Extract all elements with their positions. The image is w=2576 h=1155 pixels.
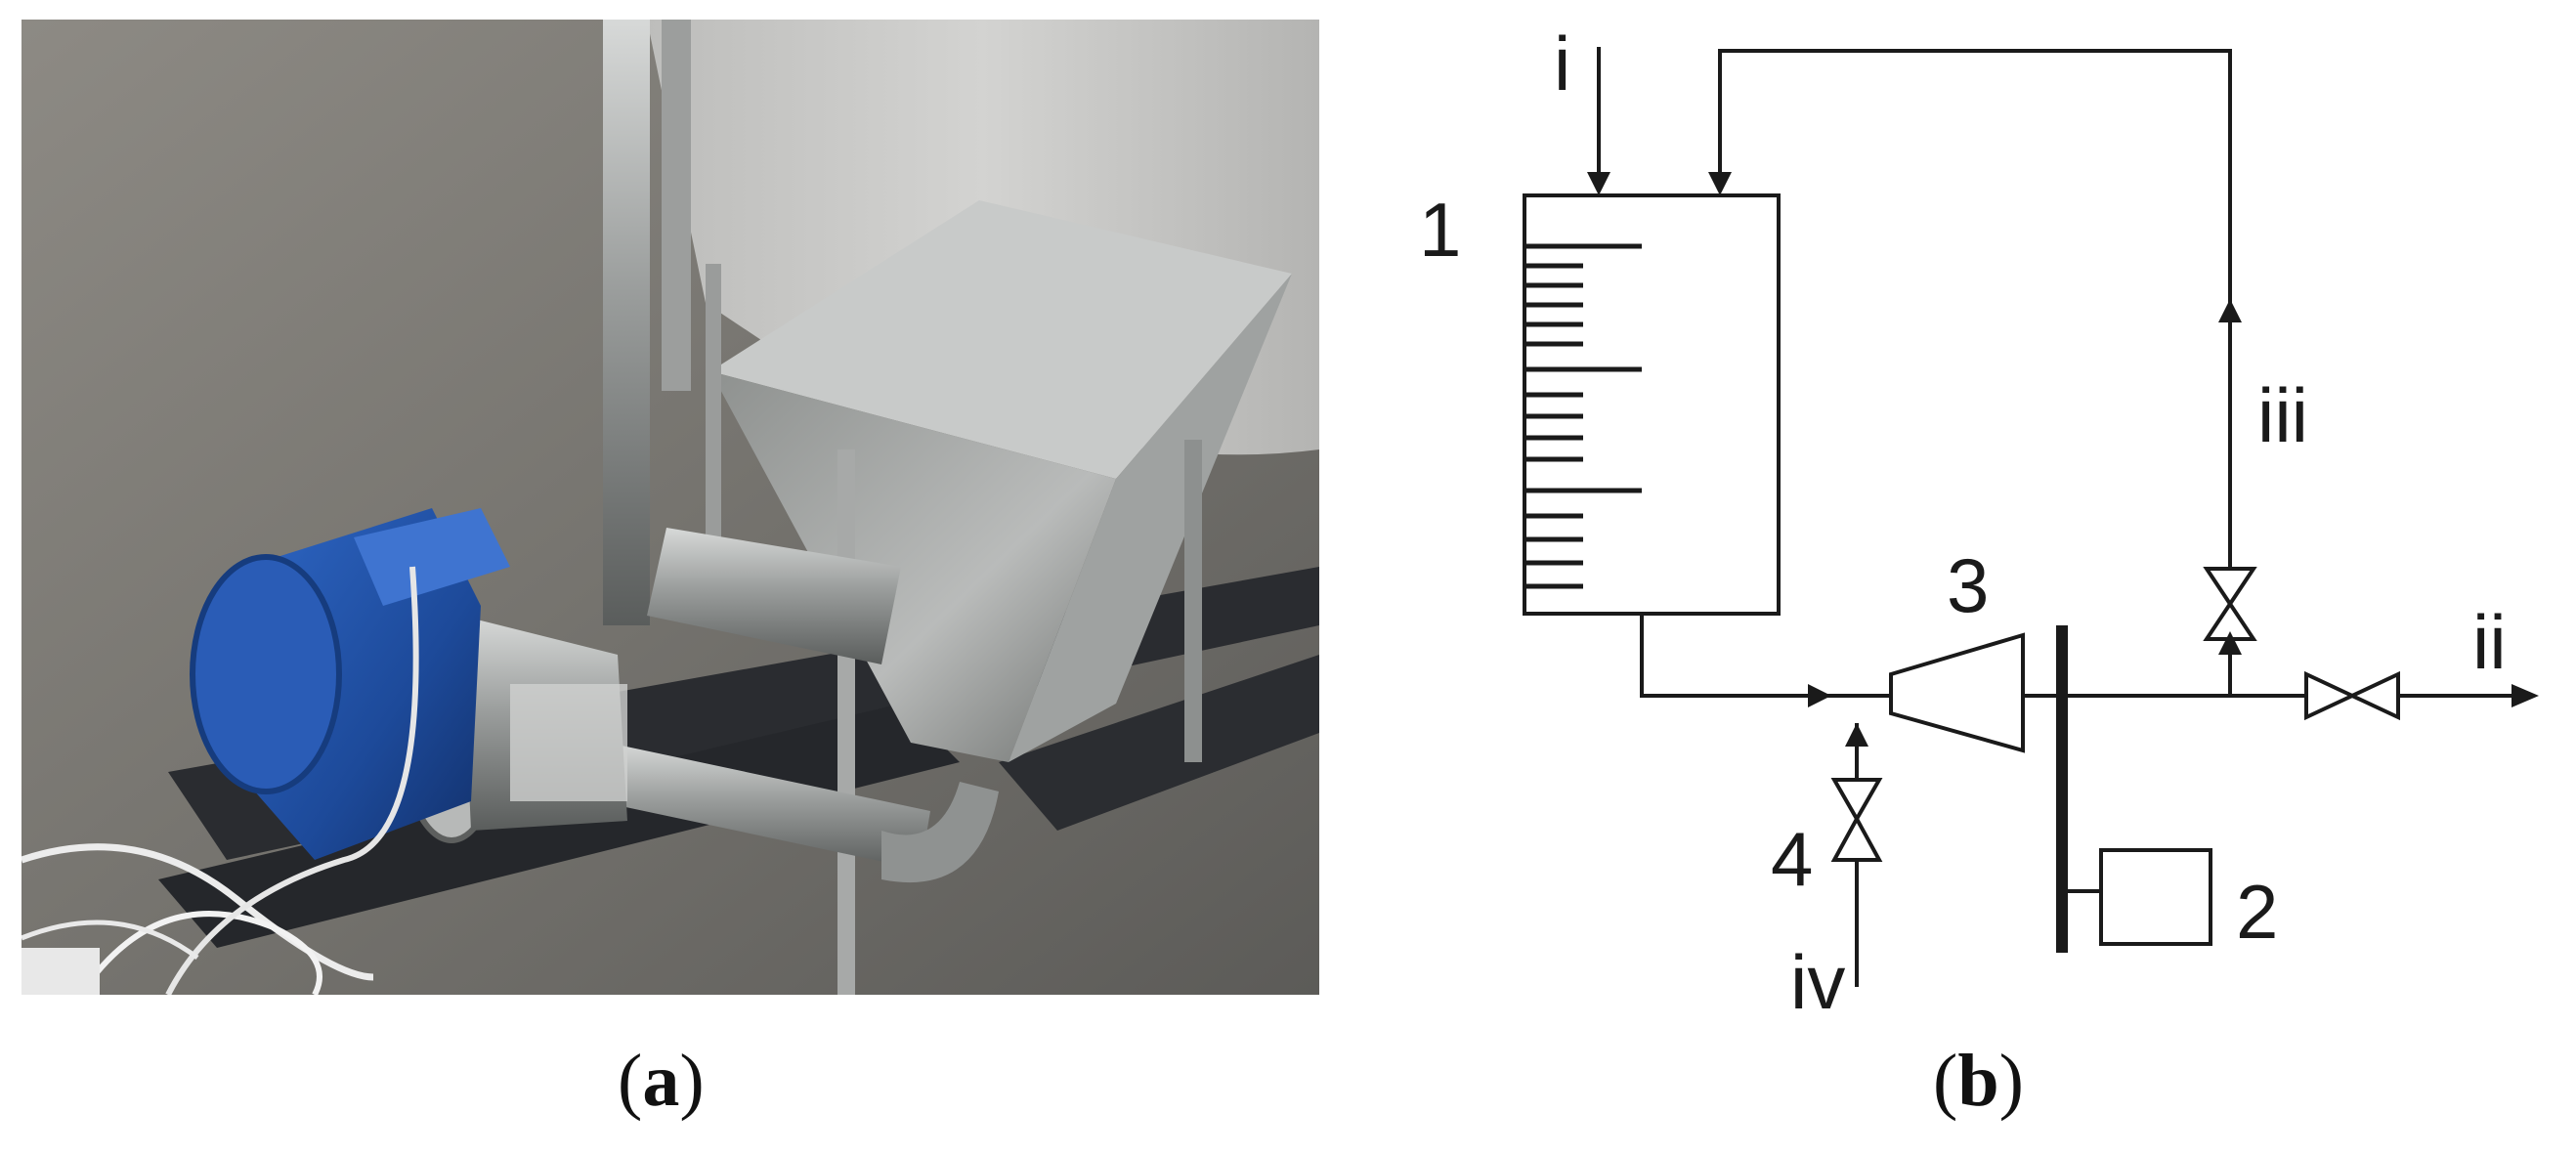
tank-outline [1523,193,1781,616]
caption-b: (b) [1933,1044,2024,1118]
arrow-up-additive-icon [1845,723,1868,747]
caption-a: (a) [618,1044,705,1118]
label-tank: 1 [1419,187,1461,273]
photo-pump-unit [21,20,1319,995]
hopper-leg-2 [1184,440,1202,762]
recirculation-line [1718,49,2232,496]
hopper-side [1009,274,1292,762]
caption-a-letter: a [642,1040,680,1122]
label-valve: 4 [1771,816,1813,902]
arrow-down-inlet-icon [1587,172,1610,195]
caption-a-open: ( [618,1040,643,1122]
label-pump: 3 [1947,542,1989,628]
label-additive-inlet: iv [1790,939,1845,1016]
pump-symbol [1889,632,2025,753]
additive-valve-icon [1830,778,1883,824]
cable-3 [165,566,419,995]
product-valve-icon-right [2347,670,2400,721]
frame-rail-front [158,704,960,948]
photo-illustration [21,20,1319,995]
arrow-right-suction-icon [1808,684,1831,707]
arrow-up-valve-icon [2218,631,2242,655]
hopper-leg-3 [706,264,721,577]
product-valve-icon [2304,670,2357,721]
vertical-pipe-2 [662,20,691,391]
additive-valve-icon-lower [1830,814,1883,862]
flow-arrow-icons [1587,172,2539,747]
recirculation-valve-icon [2203,567,2257,608]
label-recirculation: iii [2257,372,2308,458]
motor-fan-cover [190,554,342,794]
discharge-pipe [598,743,930,870]
tank-graduations [1524,243,1642,589]
motor-terminal-box [354,508,510,606]
frame-rail-right [999,655,1319,831]
arrow-right-product-icon [2512,684,2539,707]
label-motor: 2 [2236,869,2278,955]
hopper-body [710,371,1116,762]
schematic-drawing: 1 2 3 4 i ii iii iv [1419,21,2539,1025]
caption-a-close: ) [679,1040,705,1122]
hopper-leg [837,449,855,995]
caption-b-letter: b [1957,1040,1999,1122]
arrow-down-return-icon [1708,172,1732,195]
arrow-up-recirc-icon [2218,299,2242,322]
cable-4 [21,920,199,961]
label-inlet-feed: i [1554,21,1570,107]
cable [21,843,374,981]
pump-casing [647,528,901,664]
pump-window [510,684,627,801]
caption-b-open: ( [1933,1040,1958,1122]
floor-object [21,948,100,995]
caption-b-close: ) [1998,1040,2024,1122]
process-schematic: 1 2 3 4 i ii iii iv [1349,0,2576,1025]
label-outlet-product: ii [2472,599,2507,685]
pipe-elbow [881,782,999,883]
cable-2 [77,911,322,995]
tank-outlet-line [1640,614,1808,698]
motor-symbol [2099,848,2212,946]
hopper-rim [710,200,1292,479]
vertical-pipe [603,20,650,625]
